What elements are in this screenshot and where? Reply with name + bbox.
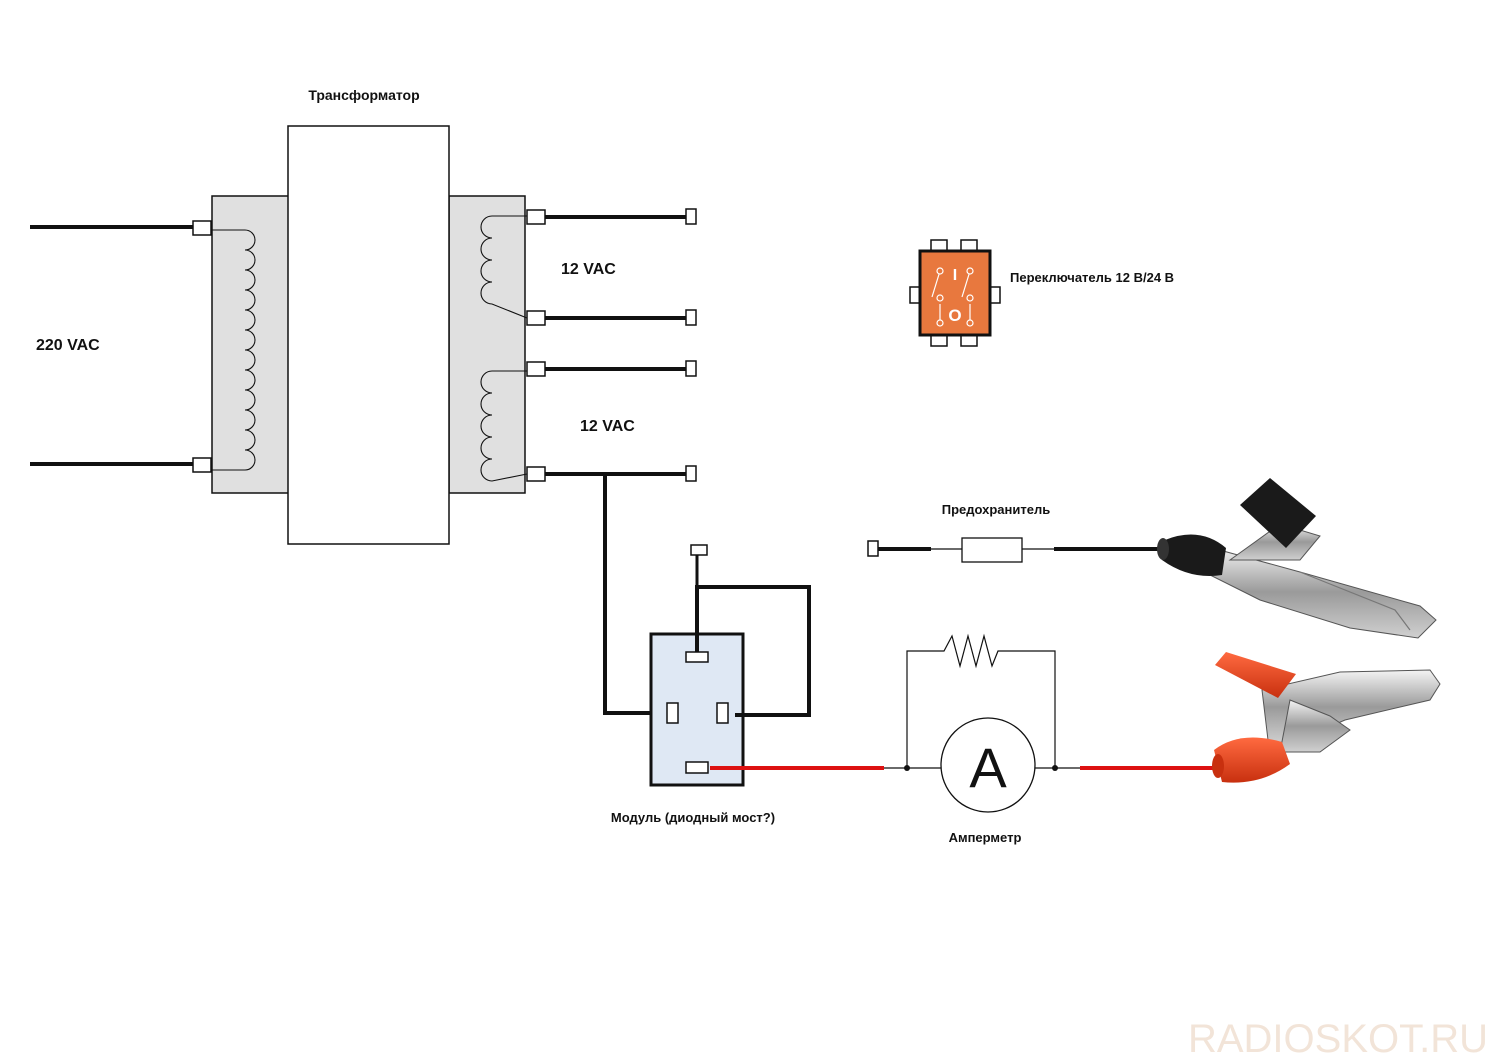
lead-end-3 xyxy=(685,360,697,377)
primary-coil xyxy=(210,229,256,471)
fuse-symbol xyxy=(961,537,1023,563)
lead-end-1 xyxy=(685,208,697,225)
ammeter-symbol xyxy=(940,717,1036,813)
module-pin-top xyxy=(685,651,709,663)
switch-label: Переключатель 12 В/24 В xyxy=(1010,270,1174,285)
watermark: RADIOSKOT.RU xyxy=(1188,1017,1488,1060)
secondary-coil-2 xyxy=(480,370,528,482)
black-clamp xyxy=(1157,478,1437,639)
secondary-wires xyxy=(526,208,697,482)
secondary-2-label: 12 VAC xyxy=(580,418,635,435)
secondary-terminal-4 xyxy=(526,466,546,482)
secondary-terminal-2 xyxy=(526,310,546,326)
module-pin-bottom xyxy=(685,761,709,774)
secondary-coil-1 xyxy=(480,215,528,319)
module-pin-right xyxy=(716,702,729,724)
shunt-wire xyxy=(906,633,1056,768)
voltage-switch: I O xyxy=(909,239,1001,347)
secondary-terminal-1 xyxy=(526,209,546,225)
switch-body xyxy=(918,249,992,337)
red-clamp xyxy=(1212,652,1441,783)
secondary-core xyxy=(448,195,526,494)
fuse-lead-end xyxy=(867,540,879,557)
ammeter-letter: A xyxy=(969,736,1007,799)
module-lead-end xyxy=(690,544,708,556)
module-pin-left xyxy=(666,702,679,724)
transformer xyxy=(210,125,528,545)
ammeter-circuit: A xyxy=(710,633,1215,813)
switch-off-mark: O xyxy=(948,306,961,325)
switch-on-mark: I xyxy=(953,267,957,284)
ac-wire-to-module xyxy=(603,474,667,715)
primary-terminal-bottom xyxy=(192,457,212,473)
secondary-terminal-3 xyxy=(526,361,546,377)
primary-wires xyxy=(30,220,212,473)
fuse-label: Предохранитель xyxy=(942,502,1050,517)
secondary-1-label: 12 VAC xyxy=(561,261,616,278)
primary-terminal-top xyxy=(192,220,212,236)
primary-core xyxy=(211,195,290,494)
input-voltage-label: 220 VAC xyxy=(36,337,100,354)
module-label: Модуль (диодный мост?) xyxy=(611,810,775,825)
lead-end-2 xyxy=(685,309,697,326)
transformer-label: Трансформатор xyxy=(308,87,419,103)
bridge-module xyxy=(603,474,811,787)
ammeter-label: Амперметр xyxy=(949,830,1022,845)
fuse-circuit xyxy=(867,537,1165,563)
transformer-body xyxy=(287,125,450,545)
lead-end-4 xyxy=(685,465,697,482)
module-loop-wire xyxy=(695,585,811,717)
